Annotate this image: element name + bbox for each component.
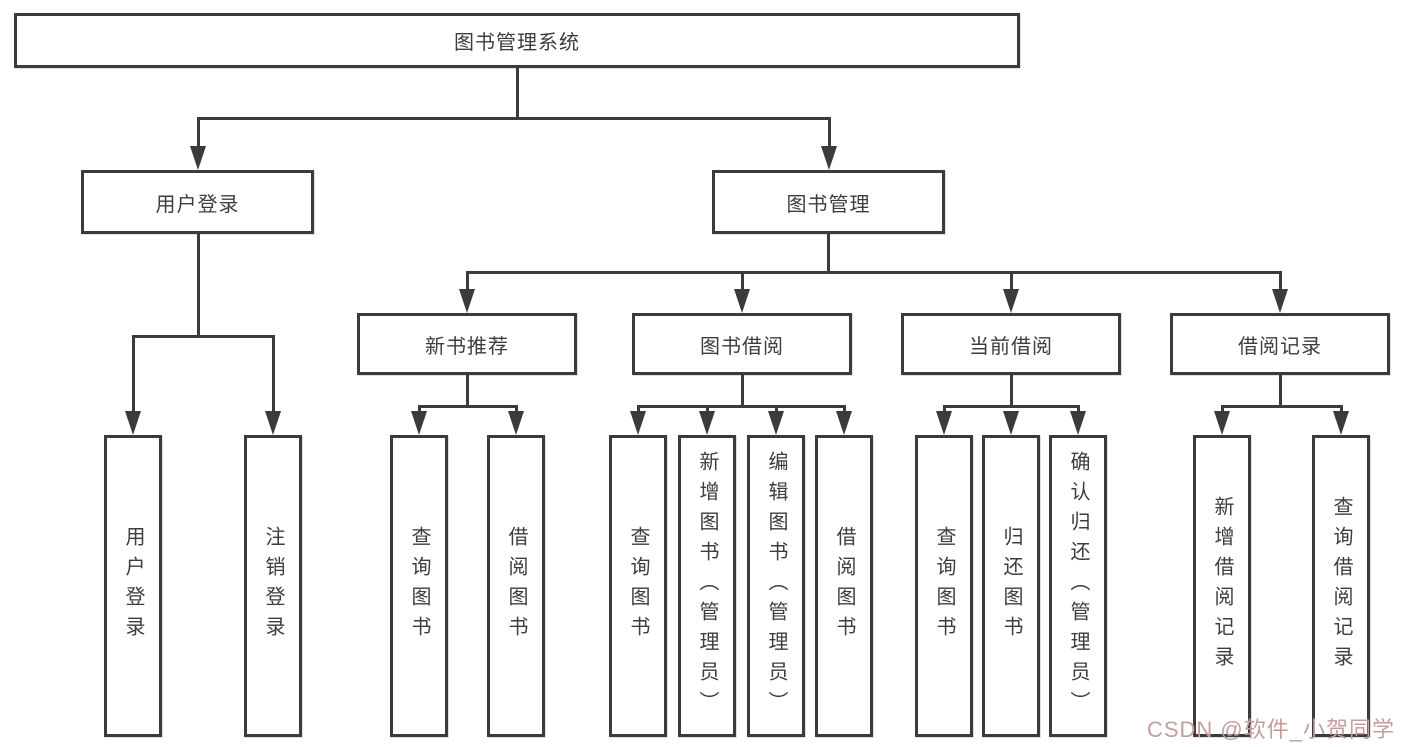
connector-line — [826, 234, 830, 271]
arrowhead-down-icon — [265, 411, 281, 435]
connector-line — [1278, 375, 1282, 405]
connector-line — [740, 271, 744, 293]
leaf-label: 新增图书（管理员） — [696, 451, 718, 721]
arrowhead-down-icon — [190, 146, 206, 170]
leaf-label: 新增借阅记录 — [1211, 496, 1233, 676]
leaf-current-confirm-return-admin: 确认归还（管理员） — [1049, 435, 1107, 737]
arrowhead-down-icon — [734, 289, 750, 313]
leaf-label: 注销登录 — [262, 526, 284, 646]
arrowhead-down-icon — [1003, 289, 1019, 313]
arrowhead-down-icon — [1070, 411, 1086, 435]
node-library-management-system: 图书管理系统 — [14, 13, 1020, 68]
leaf-borrow-query-books: 查询图书 — [609, 435, 667, 737]
connector-line — [1278, 271, 1282, 293]
arrowhead-down-icon — [821, 146, 837, 170]
leaf-label: 编辑图书（管理员） — [765, 451, 787, 721]
leaf-label: 借阅图书 — [505, 526, 527, 646]
leaf-recommend-borrow-books: 借阅图书 — [487, 435, 545, 737]
arrowhead-down-icon — [508, 411, 524, 435]
arrowhead-down-icon — [936, 411, 952, 435]
node-label: 用户登录 — [155, 193, 240, 216]
leaf-borrow-borrow-books: 借阅图书 — [815, 435, 873, 737]
leaf-logout: 注销登录 — [244, 435, 302, 737]
connector-line — [465, 271, 1282, 274]
node-current-borrow: 当前借阅 — [901, 313, 1121, 375]
leaf-borrow-add-books-admin: 新增图书（管理员） — [678, 435, 736, 737]
arrowhead-down-icon — [125, 411, 141, 435]
leaf-records-add-record: 新增借阅记录 — [1193, 435, 1251, 737]
leaf-label: 查询借阅记录 — [1330, 496, 1352, 676]
arrowhead-down-icon — [1003, 411, 1019, 435]
node-user-login: 用户登录 — [81, 170, 314, 234]
connector-line — [465, 375, 469, 405]
node-label: 图书管理 — [786, 193, 871, 216]
leaf-label: 确认归还（管理员） — [1067, 451, 1089, 721]
connector-line — [271, 335, 275, 415]
node-new-book-recommend: 新书推荐 — [357, 313, 577, 375]
arrowhead-down-icon — [699, 411, 715, 435]
leaf-label: 查询图书 — [933, 526, 955, 646]
node-label: 当前借阅 — [969, 335, 1053, 358]
connector-line — [417, 405, 518, 408]
node-label: 图书管理系统 — [454, 32, 580, 54]
node-book-management: 图书管理 — [712, 170, 945, 234]
leaf-recommend-query-books: 查询图书 — [390, 435, 448, 737]
connector-line — [1220, 405, 1343, 408]
arrowhead-down-icon — [768, 411, 784, 435]
leaf-label: 借阅图书 — [833, 526, 855, 646]
arrowhead-down-icon — [1272, 289, 1288, 313]
connector-line — [1009, 271, 1013, 293]
arrowhead-down-icon — [1333, 411, 1349, 435]
leaf-label: 用户登录 — [122, 526, 144, 646]
connector-line — [740, 375, 744, 405]
leaf-records-query-record: 查询借阅记录 — [1312, 435, 1370, 737]
node-book-borrow: 图书借阅 — [632, 313, 852, 375]
leaf-label: 查询图书 — [627, 526, 649, 646]
connector-line — [636, 405, 846, 408]
leaf-label: 查询图书 — [408, 526, 430, 646]
arrowhead-down-icon — [411, 411, 427, 435]
connector-line — [196, 234, 200, 335]
arrowhead-down-icon — [1214, 411, 1230, 435]
arrowhead-down-icon — [836, 411, 852, 435]
connector-line — [196, 117, 831, 120]
node-borrow-records: 借阅记录 — [1170, 313, 1390, 375]
node-label: 新书推荐 — [425, 335, 509, 358]
node-label: 图书借阅 — [700, 335, 784, 358]
leaf-current-return-books: 归还图书 — [982, 435, 1040, 737]
connector-line — [942, 405, 1080, 408]
connector-line — [465, 271, 469, 293]
arrowhead-down-icon — [630, 411, 646, 435]
connector-line — [131, 335, 135, 415]
arrowhead-down-icon — [459, 289, 475, 313]
connector-line — [196, 117, 200, 151]
leaf-label: 归还图书 — [1000, 526, 1022, 646]
node-label: 借阅记录 — [1238, 335, 1322, 358]
leaf-user-login: 用户登录 — [104, 435, 162, 737]
connector-line — [515, 68, 519, 117]
csdn-watermark: CSDN @软件_小贺同学 — [1146, 717, 1395, 742]
leaf-borrow-edit-books-admin: 编辑图书（管理员） — [747, 435, 805, 737]
connector-line — [1009, 375, 1013, 405]
connector-line — [131, 335, 275, 338]
leaf-current-query-books: 查询图书 — [915, 435, 973, 737]
connector-line — [827, 117, 831, 151]
